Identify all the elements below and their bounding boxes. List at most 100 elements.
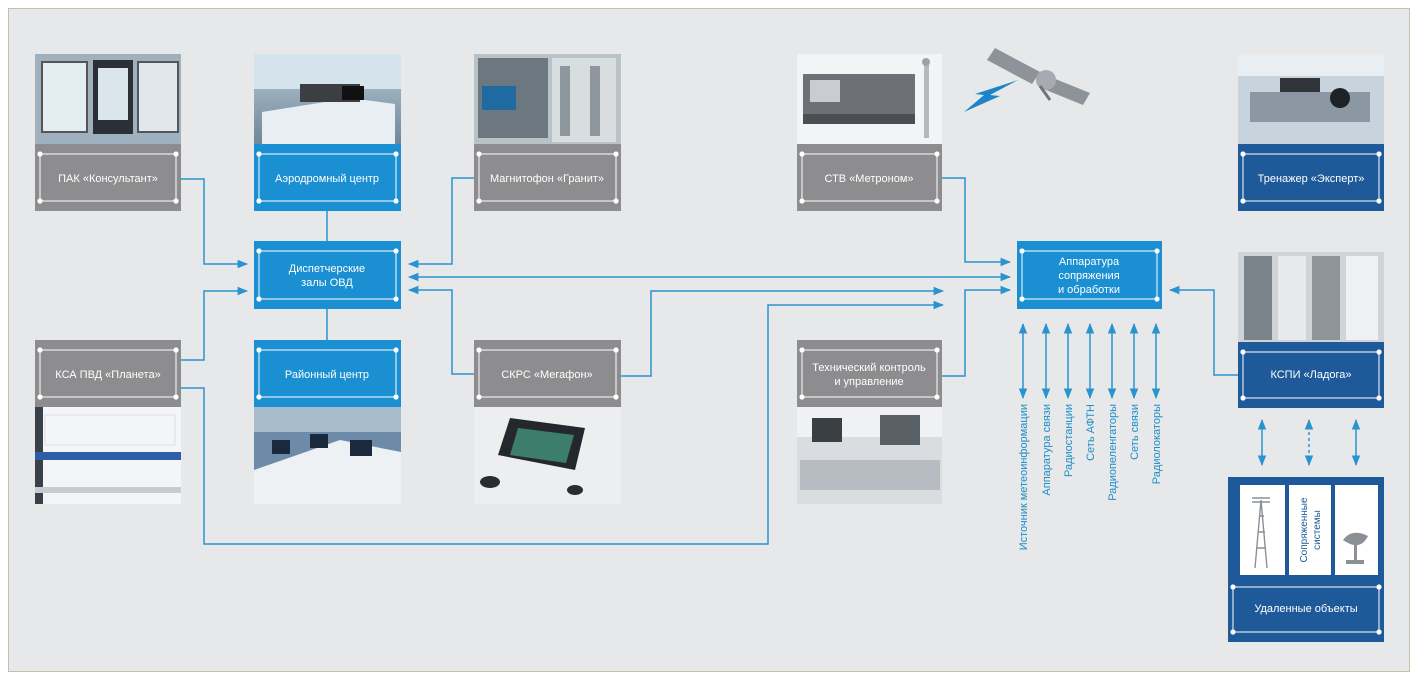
bracket-dot-10-2 (799, 394, 805, 400)
photo-stv (797, 54, 942, 144)
tower-panel (1240, 485, 1285, 575)
photo-mag (474, 54, 621, 144)
bracket-dot-9-0 (476, 347, 482, 353)
bracket-dot-6-2 (1019, 296, 1025, 302)
bracket-dot-0-0 (37, 151, 43, 157)
link-mag-disp (407, 177, 474, 269)
photo-ksa (35, 407, 181, 504)
bracket-dot-8-3 (393, 394, 399, 400)
node-skrs-label: СКРС «Мегафон» (501, 369, 592, 381)
satellite-icon (964, 48, 1090, 112)
bracket-frame-4 (1242, 153, 1380, 202)
bracket-dot-1-3 (393, 198, 399, 204)
bracket-dot-4-2 (1240, 198, 1246, 204)
bracket-dot-5-3 (393, 296, 399, 302)
node-rayon-label: Районный центр (285, 369, 369, 381)
node-mag-label: Магнитофон «Гранит» (490, 173, 604, 185)
photo-kspi (1238, 252, 1384, 342)
node-kspi: КСПИ «Ладога» (1238, 342, 1384, 408)
interface-arrows (1018, 322, 1161, 400)
node-pak-label: ПАК «Консультант» (58, 173, 158, 185)
bracket-dot-0-1 (173, 151, 179, 157)
node-pak: ПАК «Консультант» (35, 144, 181, 211)
radio-tower-icon (1252, 497, 1270, 569)
node-tech: Технический контроль и управление (797, 340, 942, 407)
bracket-dot-4-1 (1376, 151, 1382, 157)
bracket-frame-6 (1021, 250, 1158, 300)
node-ksa-label: КСА ПВД «Планета» (55, 369, 160, 381)
bracket-dot-10-3 (934, 394, 940, 400)
bracket-dot-10-1 (934, 347, 940, 353)
bracket-dot-8-1 (393, 347, 399, 353)
interface-label-3: Сеть АФТН (1085, 404, 1097, 461)
interface-label-6: Радиолокаторы (1151, 404, 1163, 484)
bracket-dot-2-3 (613, 198, 619, 204)
node-tech-label-1: Технический контроль (812, 362, 926, 374)
bracket-dot-3-2 (799, 198, 805, 204)
node-disp-label-2: залы ОВД (301, 277, 353, 289)
bracket-dot-1-2 (256, 198, 262, 204)
node-disp: Диспетчерские залы ОВД (254, 241, 401, 309)
bracket-frame-3 (801, 153, 938, 202)
bracket-dot-2-2 (476, 198, 482, 204)
bracket-dot-5-2 (256, 296, 262, 302)
bracket-frame-8 (258, 349, 397, 398)
node-apparat-label-1: Аппаратура (1059, 256, 1120, 268)
node-aero: Аэродромный центр (254, 144, 401, 211)
node-apparat: Аппаратура сопряжения и обработки (1017, 241, 1162, 309)
bracket-frame-12 (1232, 586, 1380, 633)
bracket-dot-12-0 (1230, 584, 1236, 590)
link-kspi-apparat (1168, 285, 1238, 376)
link-ksa-tech (181, 300, 945, 545)
bracket-dot-0-3 (173, 198, 179, 204)
link-stv-apparat (942, 177, 1012, 267)
diagram-frame (8, 8, 1410, 672)
bracket-dot-7-2 (37, 394, 43, 400)
bracket-dot-9-1 (613, 347, 619, 353)
link-pak-disp (181, 178, 249, 269)
node-apparat-label-3: и обработки (1058, 284, 1120, 296)
bracket-frame-7 (39, 349, 177, 398)
link-skrs-disp (407, 285, 474, 375)
bracket-dot-11-1 (1376, 349, 1382, 355)
bracket-dot-4-0 (1240, 151, 1246, 157)
bracket-dot-9-3 (613, 394, 619, 400)
bracket-dot-2-1 (613, 151, 619, 157)
bracket-dot-1-0 (256, 151, 262, 157)
bracket-dot-7-1 (173, 347, 179, 353)
bracket-dot-9-2 (476, 394, 482, 400)
bracket-dot-11-0 (1240, 349, 1246, 355)
bracket-dot-6-3 (1154, 296, 1160, 302)
node-skrs: СКРС «Мегафон» (474, 340, 621, 407)
link-skrs-tech (621, 286, 945, 377)
bracket-dot-6-0 (1019, 248, 1025, 254)
bracket-frame-1 (258, 153, 397, 202)
bracket-frame-11 (1242, 351, 1380, 399)
node-tren-label: Тренажер «Эксперт» (1258, 173, 1365, 185)
bracket-dot-0-2 (37, 198, 43, 204)
bracket-dot-4-3 (1376, 198, 1382, 204)
bracket-dot-11-3 (1376, 395, 1382, 401)
photo-skrs (474, 407, 621, 504)
bracket-dot-10-0 (799, 347, 805, 353)
link-tech-apparat (942, 285, 1012, 377)
interface-label-4: Радиопеленгаторы (1107, 404, 1119, 501)
bracket-dot-3-3 (934, 198, 940, 204)
bracket-dot-6-1 (1154, 248, 1160, 254)
bracket-frame-2 (478, 153, 617, 202)
bracket-dot-7-0 (37, 347, 43, 353)
node-stv: СТВ «Метроном» (797, 144, 942, 211)
bracket-frame-10 (801, 349, 938, 398)
interface-label-2: Радиостанции (1063, 404, 1075, 477)
bracket-dot-8-0 (256, 347, 262, 353)
bracket-dot-12-1 (1376, 584, 1382, 590)
photo-tren (1238, 54, 1384, 144)
connectors (181, 177, 1361, 545)
interfaced-label-1: Сопряженные (1299, 497, 1310, 563)
bracket-frame-0 (39, 153, 177, 202)
bracket-dot-12-3 (1376, 629, 1382, 635)
node-remote-label: Удаленные объекты (1254, 603, 1357, 615)
